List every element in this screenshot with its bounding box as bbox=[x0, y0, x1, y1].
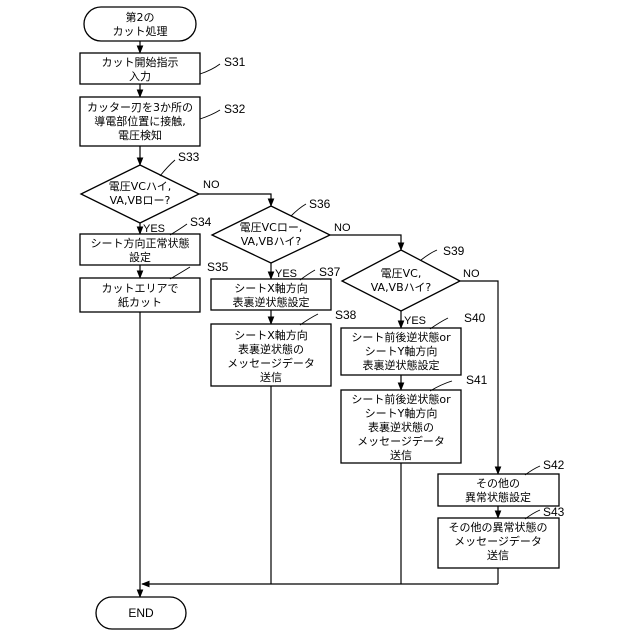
step-text: カットエリアで bbox=[102, 282, 179, 295]
step-s38: シートX軸方向 表裏逆状態の メッセージデータ 送信 bbox=[211, 324, 331, 386]
step-text: シートX軸方向 bbox=[234, 281, 308, 295]
step-text: シート前後逆状態or bbox=[351, 330, 451, 344]
yes-label: YES bbox=[143, 223, 165, 235]
step-text: カッター刃を3か所の bbox=[87, 101, 193, 114]
step-text: 電圧検知 bbox=[118, 128, 162, 142]
step-s34: シート方向正常状態 設定 bbox=[80, 234, 200, 265]
step-text: 入力 bbox=[129, 70, 151, 83]
step-id-s43: S43 bbox=[543, 505, 565, 519]
step-text: その他の異常状態の bbox=[449, 520, 548, 534]
step-text: 異常状態設定 bbox=[465, 490, 531, 504]
step-s41: シート前後逆状態or シートY軸方向 表裏逆状態の メッセージデータ 送信 bbox=[341, 390, 461, 463]
decision-text: 電圧VCロー, bbox=[240, 221, 303, 234]
step-text: 設定 bbox=[129, 250, 151, 264]
step-id-s32: S32 bbox=[224, 102, 246, 116]
step-text: メッセージデータ bbox=[227, 356, 315, 370]
step-s42: その他の 異常状態設定 bbox=[438, 474, 559, 506]
no-label: NO bbox=[334, 222, 351, 234]
step-text: シート前後逆状態or bbox=[351, 392, 451, 406]
step-text: 導電部位置に接触, bbox=[94, 114, 186, 128]
decision-s39: 電圧VC, VA,VBハイ? bbox=[342, 250, 460, 311]
step-id-s40: S40 bbox=[464, 311, 486, 325]
step-s32: カッター刃を3か所の 導電部位置に接触, 電圧検知 bbox=[80, 97, 200, 146]
decision-text: VA,VBハイ? bbox=[371, 281, 432, 294]
decision-text: VA,VBハイ? bbox=[241, 235, 302, 248]
decision-text: VA,VBロー? bbox=[110, 194, 171, 207]
step-id-s36: S36 bbox=[309, 197, 331, 211]
start-line-2: カット処理 bbox=[113, 25, 168, 38]
step-id-s35: S35 bbox=[207, 260, 229, 274]
start-line-1: 第2の bbox=[126, 10, 155, 24]
step-text: 紙カット bbox=[118, 295, 162, 309]
step-text: シート方向正常状態 bbox=[91, 236, 190, 250]
step-id-s38: S38 bbox=[335, 308, 357, 322]
step-text: 表裏逆状態の bbox=[368, 420, 434, 434]
decision-s33: 電圧VCハイ, VA,VBロー? bbox=[81, 165, 199, 223]
step-id-s31: S31 bbox=[224, 55, 246, 69]
step-id-s39: S39 bbox=[443, 244, 465, 258]
no-label: NO bbox=[203, 179, 220, 191]
step-text: カット開始指示 bbox=[102, 55, 179, 69]
yes-label: YES bbox=[275, 268, 297, 280]
step-id-s33: S33 bbox=[178, 150, 200, 164]
end-terminal: END bbox=[96, 597, 186, 629]
start-terminal: 第2の カット処理 bbox=[84, 7, 196, 41]
step-text: 表裏逆状態設定 bbox=[233, 295, 310, 309]
step-text: 表裏逆状態の bbox=[238, 342, 304, 356]
decision-text: 電圧VC, bbox=[381, 267, 422, 280]
step-text: 送信 bbox=[390, 448, 412, 462]
step-s40: シート前後逆状態or シートY軸方向 表裏逆状態設定 bbox=[341, 328, 461, 375]
step-s43: その他の異常状態の メッセージデータ 送信 bbox=[438, 518, 559, 568]
step-id-s42: S42 bbox=[543, 458, 565, 472]
step-text: 送信 bbox=[260, 370, 282, 384]
step-id-s34: S34 bbox=[190, 215, 212, 229]
decision-text: 電圧VCハイ, bbox=[109, 180, 171, 193]
end-label: END bbox=[128, 606, 154, 620]
step-text: メッセージデータ bbox=[454, 534, 542, 548]
step-id-s41: S41 bbox=[466, 373, 488, 387]
step-text: メッセージデータ bbox=[357, 434, 445, 448]
step-text: シートY軸方向 bbox=[365, 406, 438, 420]
step-text: その他の bbox=[476, 477, 520, 490]
step-id-s37: S37 bbox=[319, 265, 341, 279]
decision-s36: 電圧VCロー, VA,VBハイ? bbox=[212, 206, 330, 263]
step-text: 送信 bbox=[487, 548, 509, 562]
yes-label: YES bbox=[404, 315, 426, 327]
no-label: NO bbox=[463, 268, 480, 280]
step-text: シートX軸方向 bbox=[234, 328, 308, 342]
step-s31: カット開始指示 入力 bbox=[80, 53, 200, 84]
step-s35: カットエリアで 紙カット bbox=[80, 278, 200, 312]
step-text: 表裏逆状態設定 bbox=[363, 358, 440, 372]
step-s37: シートX軸方向 表裏逆状態設定 bbox=[211, 279, 331, 310]
step-text: シートY軸方向 bbox=[365, 344, 438, 358]
